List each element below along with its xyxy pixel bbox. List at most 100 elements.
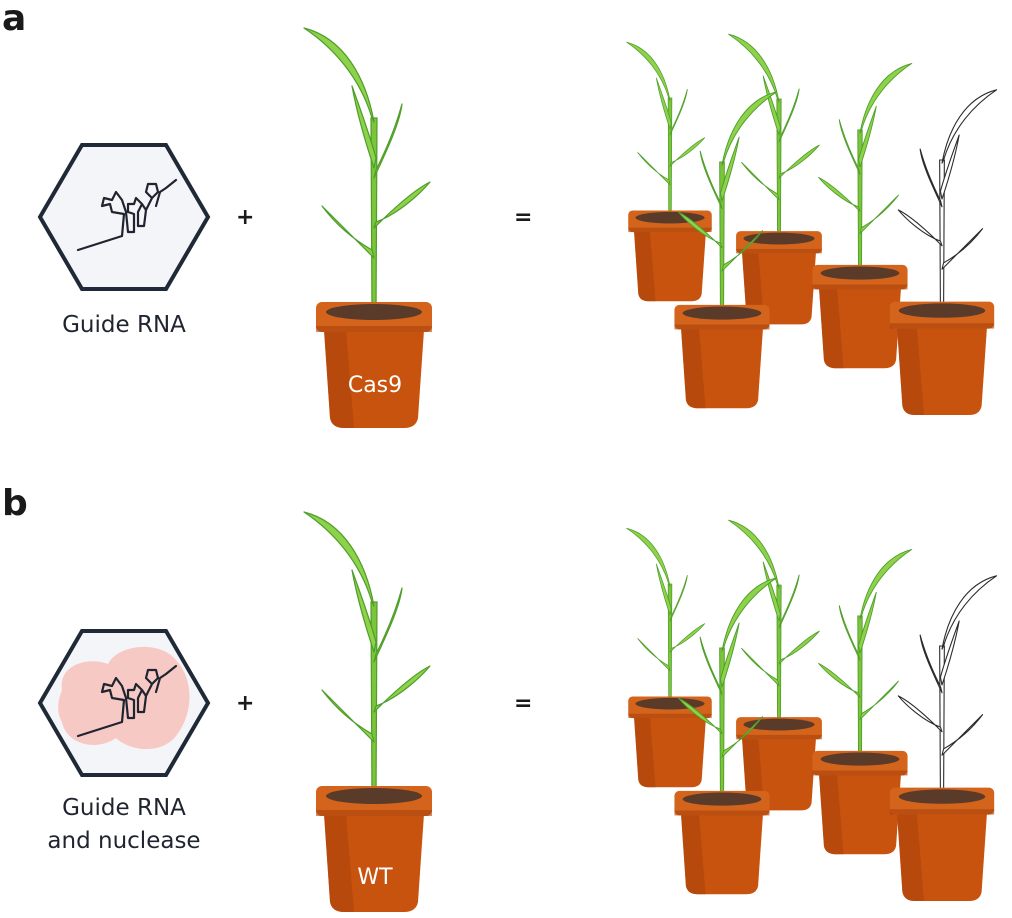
reagent-caption-a-line1: Guide RNA [62, 312, 186, 338]
leaf [669, 574, 688, 622]
soil [820, 752, 900, 766]
leaf [669, 623, 706, 653]
maize-seedling-icon [818, 62, 913, 279]
leaf [939, 134, 960, 200]
equals-sign-a: = [514, 205, 532, 230]
soil [898, 303, 986, 318]
soil [682, 792, 762, 806]
leaf [941, 228, 984, 270]
leaf [859, 680, 899, 721]
pot-rim-shadow [674, 810, 770, 816]
pot-shading [634, 230, 656, 302]
leaf [351, 569, 377, 653]
offspring-plant [889, 575, 998, 901]
flower-pot-icon [316, 786, 432, 912]
pot-label-cas9: Cas9 [348, 373, 402, 398]
flower-pot-icon [812, 750, 908, 855]
leaf [721, 91, 778, 166]
soil [898, 789, 986, 804]
leaf [721, 577, 778, 652]
guide-rna-icon [76, 664, 178, 738]
leaf [741, 647, 780, 687]
maize-seedling-icon [728, 33, 820, 244]
offspring-group-a [626, 33, 998, 415]
offspring-plant [812, 548, 913, 855]
leaf [778, 88, 800, 143]
leaf [919, 634, 943, 694]
pot-shading [681, 813, 706, 895]
edited-plant-outline-icon [897, 89, 998, 317]
leaf [728, 519, 780, 589]
leaf [669, 137, 706, 167]
offspring-plant [626, 527, 712, 788]
leaf [762, 561, 781, 622]
edited-plant-outline-icon [897, 575, 998, 803]
reagent-caption-b-line2: and nuclease [47, 828, 200, 854]
pot-rim-shadow [889, 323, 995, 329]
pot-shading [324, 330, 354, 428]
leaf [778, 574, 800, 629]
offspring-plant [626, 41, 712, 302]
leaf [778, 630, 820, 665]
leaf [859, 548, 913, 620]
leaf [719, 136, 740, 202]
reagent-hexagon-a [37, 143, 211, 291]
flower-pot-icon [628, 210, 712, 302]
soil [326, 304, 422, 320]
pot-shading [681, 327, 706, 409]
maize-seedling-icon [626, 41, 706, 223]
leaf [303, 511, 375, 607]
leaf [778, 144, 820, 179]
maize-seedling-icon [303, 511, 431, 803]
pot-rim-shadow [316, 810, 432, 816]
soil [743, 718, 815, 731]
flower-pot-icon [674, 304, 770, 409]
equals-sign-b: = [514, 691, 532, 716]
leaf [721, 230, 764, 272]
maize-seedling-icon [728, 519, 820, 730]
pot-rim-shadow [889, 809, 995, 815]
flower-pot-icon [889, 787, 995, 901]
pot-shading [897, 812, 924, 901]
maize-seedling-icon [818, 548, 913, 765]
leaf [941, 714, 984, 756]
parent-pot [316, 302, 432, 428]
leaf [321, 205, 375, 259]
pot-shading [819, 287, 844, 369]
leaf [351, 85, 377, 169]
leaf [728, 33, 780, 103]
soil [820, 266, 900, 280]
parent-pot [316, 786, 432, 912]
pot-shading [634, 716, 656, 788]
pot-rim-shadow [812, 284, 908, 290]
leaf [838, 119, 861, 175]
leaf [941, 575, 998, 650]
leaf [637, 638, 671, 672]
leaf [677, 211, 723, 249]
leaf [677, 697, 723, 735]
offspring-plant [674, 577, 778, 895]
leaf [897, 209, 943, 247]
panel-a: a Guide RNA + = Cas9 [2, 0, 998, 428]
soil [635, 697, 705, 710]
leaf [669, 88, 688, 136]
pot-rim-shadow [674, 324, 770, 330]
pot-shading [819, 773, 844, 855]
pot-rim-shadow [736, 248, 822, 254]
leaf [719, 622, 740, 688]
offspring-plant [728, 519, 822, 811]
offspring-plant [812, 62, 913, 369]
leaf [373, 587, 403, 663]
leaf [373, 181, 431, 229]
leaf [838, 605, 861, 661]
soil [326, 788, 422, 804]
soil [635, 211, 705, 224]
plus-sign-b: + [236, 691, 254, 716]
offspring-plant [674, 91, 778, 409]
maize-seedling-icon [677, 91, 778, 319]
flower-pot-icon [628, 696, 712, 788]
leaf [818, 176, 861, 212]
leaf [741, 161, 780, 201]
pot-label-wt: WT [357, 865, 393, 890]
